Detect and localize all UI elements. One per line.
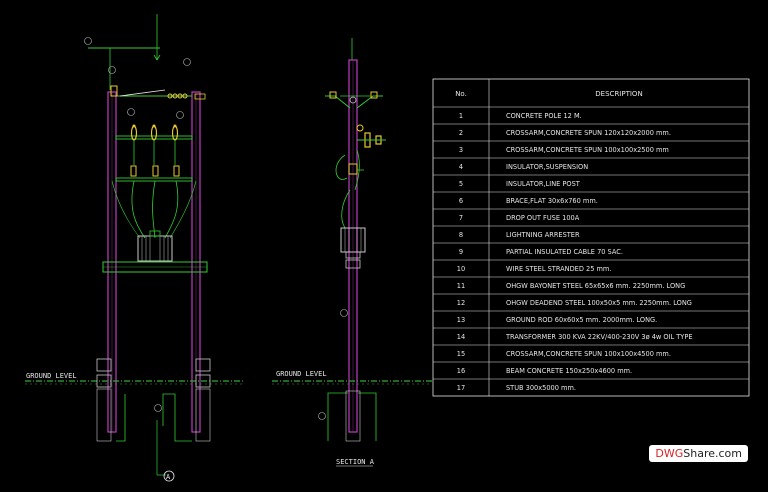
table-cell-no: 9 xyxy=(459,248,463,256)
right-stub xyxy=(195,358,211,442)
table-cell-description: INSULATOR,LINE POST xyxy=(506,180,581,188)
table-cell-no: 11 xyxy=(457,282,465,290)
table-cell-no: 7 xyxy=(459,214,463,222)
suspension-insulator xyxy=(167,93,188,99)
table-cell-no: 3 xyxy=(459,146,463,154)
front-elevation: GROUND LEVEL A xyxy=(25,14,245,482)
table-cell-no: 2 xyxy=(459,129,463,137)
table-cell-description: INSULATOR,SUSPENSION xyxy=(506,163,588,171)
table-cell-description: OHGW DEADEND STEEL 100x50x5 mm. 2250mm. … xyxy=(506,299,692,307)
ground-trench xyxy=(116,393,192,442)
table-cell-description: CROSSARM,CONCRETE SPUN 100x100x4500 mm. xyxy=(506,350,671,358)
table-cell-no: 4 xyxy=(459,163,463,171)
table-cell-description: CROSSARM,CONCRETE SPUN 120x120x2000 mm. xyxy=(506,129,671,137)
transformer-front xyxy=(137,230,173,262)
table-cell-description: DROP OUT FUSE 100A xyxy=(506,214,580,222)
callout-tags xyxy=(84,37,191,412)
lightning-arresters xyxy=(130,124,179,141)
table-cell-no: 15 xyxy=(457,350,465,358)
table-header-description: DESCRIPTION xyxy=(595,90,642,98)
section-title: SECTION A xyxy=(336,458,375,466)
table-cell-no: 13 xyxy=(457,316,465,324)
table-cell-description: GROUND ROD 60x60x5 mm. 2000mm. LONG. xyxy=(506,316,657,324)
lower-crossarm xyxy=(115,177,193,182)
left-stub xyxy=(96,358,112,442)
section-marker: A xyxy=(166,473,171,481)
table-cell-no: 17 xyxy=(457,384,465,392)
table-cell-description: CONCRETE POLE 12 M. xyxy=(506,112,582,120)
table-cell-description: WIRE STEEL STRANDED 25 mm. xyxy=(506,265,611,273)
table-cell-description: PARTIAL INSULATED CABLE 70 SAC. xyxy=(506,248,623,256)
table-cell-description: BEAM CONCRETE 150x250x4600 mm. xyxy=(506,367,632,375)
section-a-view: GROUND LEVEL SECTION A xyxy=(272,38,432,467)
table-cell-description: TRANSFORMER 300 KVA 22KV/400-230V 3ø 4w … xyxy=(505,333,692,341)
table-cell-description: CROSSARM,CONCRETE SPUN 100x100x2500 mm xyxy=(506,146,669,154)
ground-level-label-left: GROUND LEVEL xyxy=(26,372,77,380)
concrete-beam xyxy=(102,261,208,273)
table-cell-description: OHGW BAYONET STEEL 65x65x6 mm. 2250mm. L… xyxy=(506,282,685,290)
ground-level-label-right: GROUND LEVEL xyxy=(276,370,327,378)
drop-out-fuses xyxy=(130,165,180,177)
table-cell-no: 10 xyxy=(457,265,465,273)
section-pole xyxy=(348,59,358,433)
table-cell-no: 6 xyxy=(459,197,463,205)
upper-crossarm xyxy=(115,135,193,140)
table-cell-no: 5 xyxy=(459,180,463,188)
table-cell-description: STUB 300x5000 mm. xyxy=(506,384,576,392)
table-cell-description: BRACE,FLAT 30x6x760 mm. xyxy=(506,197,598,205)
table-header-no: No. xyxy=(455,90,467,98)
table-cell-no: 16 xyxy=(457,367,465,375)
watermark-part2: Share.com xyxy=(683,447,742,460)
table-cell-no: 1 xyxy=(459,112,463,120)
table-cell-no: 14 xyxy=(457,333,465,341)
watermark-part1: DWG xyxy=(655,447,684,460)
table-border xyxy=(432,78,750,397)
table-cell-description: LIGHTNING ARRESTER xyxy=(506,231,580,239)
table-cell-no: 12 xyxy=(457,299,465,307)
table-cell-no: 8 xyxy=(459,231,463,239)
watermark-logo: DWGShare.com xyxy=(649,445,748,462)
